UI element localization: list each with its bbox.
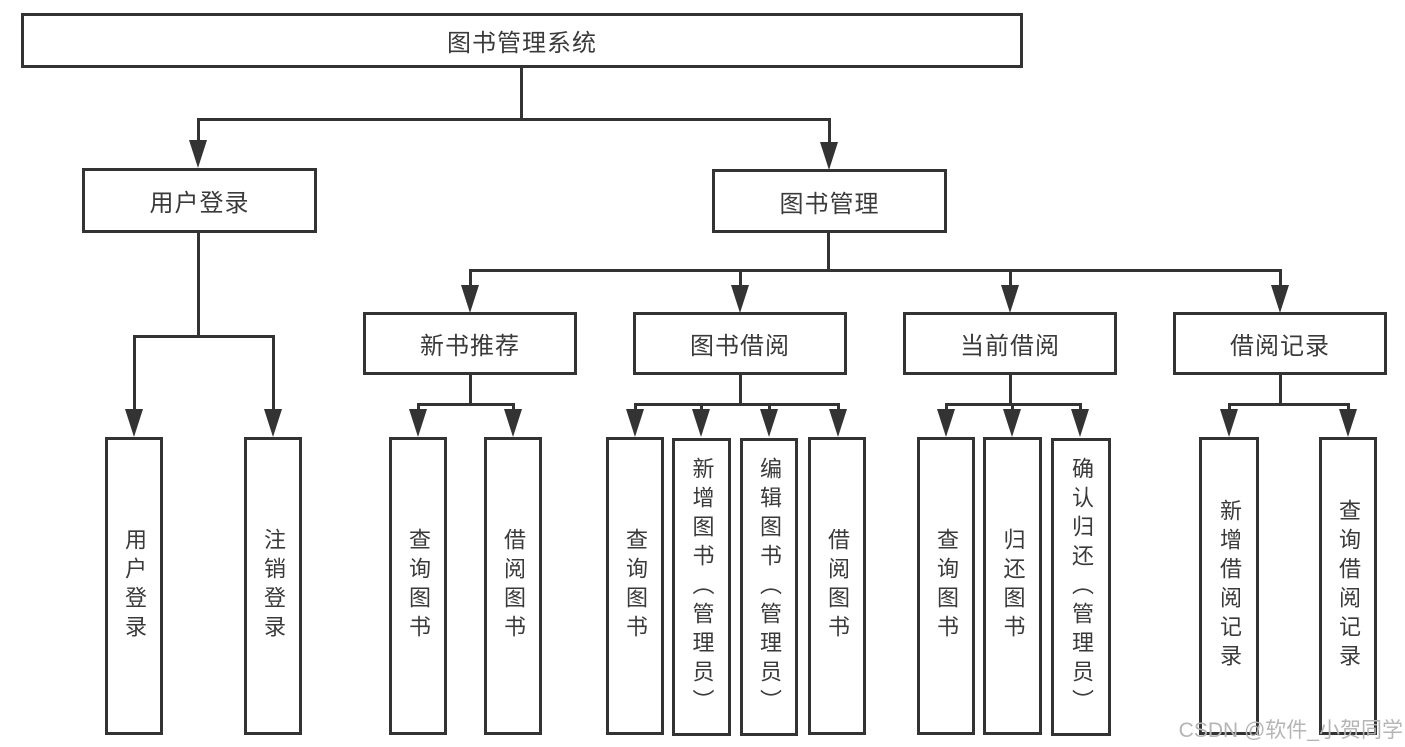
leaf-confirm-return-admin-label: 确认归还（管理员） xyxy=(1069,456,1094,718)
connector xyxy=(469,269,472,289)
connector xyxy=(768,403,771,413)
leaf-confirm-return-admin: 确认归还（管理员） xyxy=(1051,438,1111,736)
connector xyxy=(417,403,515,406)
leaf-return-book-label: 归还图书 xyxy=(1000,528,1026,644)
connector xyxy=(1228,403,1231,413)
leaf-query-book-1: 查询图书 xyxy=(389,437,447,735)
arrow-down-icon xyxy=(1071,409,1089,437)
arrow-down-icon xyxy=(1339,409,1357,437)
arrow-down-icon xyxy=(829,409,847,437)
node-root: 图书管理系统 xyxy=(21,13,1023,68)
leaf-query-borrow-record: 查询借阅记录 xyxy=(1319,437,1377,735)
connector xyxy=(469,269,1282,272)
connector xyxy=(1011,403,1014,413)
node-new-book: 新书推荐 xyxy=(363,312,577,375)
arrow-down-icon xyxy=(731,285,749,313)
leaf-query-book-3: 查询图书 xyxy=(917,437,975,735)
connector xyxy=(197,118,200,146)
node-user-login-label: 用户登录 xyxy=(149,190,250,217)
node-borrow-record-label: 借阅记录 xyxy=(1230,333,1330,360)
leaf-borrow-book-1-label: 借阅图书 xyxy=(501,528,526,644)
leaf-query-book-2-label: 查询图书 xyxy=(623,528,648,644)
leaf-query-book-2: 查询图书 xyxy=(606,437,664,735)
connector xyxy=(700,403,703,413)
arrow-down-icon xyxy=(626,409,644,437)
connector xyxy=(1347,403,1350,413)
arrow-down-icon xyxy=(820,142,838,170)
arrow-down-icon xyxy=(189,140,207,168)
arrow-down-icon xyxy=(409,409,427,437)
node-borrow-record: 借阅记录 xyxy=(1173,312,1387,375)
leaf-return-book: 归还图书 xyxy=(983,437,1042,735)
connector xyxy=(739,374,742,406)
arrow-down-icon xyxy=(264,409,282,437)
leaf-borrow-book-2: 借阅图书 xyxy=(808,437,866,735)
connector xyxy=(634,403,637,413)
arrow-down-icon xyxy=(1271,285,1289,313)
connector xyxy=(417,403,420,413)
node-book-mgmt: 图书管理 xyxy=(712,169,947,233)
connector xyxy=(634,403,840,406)
leaf-borrow-book-2-label: 借阅图书 xyxy=(825,528,850,644)
connector xyxy=(828,118,831,146)
connector xyxy=(512,403,515,413)
arrow-down-icon xyxy=(937,409,955,437)
connector xyxy=(837,403,840,413)
leaf-logout-label: 注销登录 xyxy=(261,528,286,644)
connector xyxy=(197,232,200,338)
node-book-borrow-label: 图书借阅 xyxy=(690,333,790,360)
connector xyxy=(1079,403,1082,413)
connector xyxy=(739,269,742,289)
leaf-add-book-admin: 新增图书（管理员） xyxy=(672,438,731,736)
arrow-down-icon xyxy=(760,409,778,437)
connector xyxy=(1228,403,1350,406)
node-book-mgmt-label: 图书管理 xyxy=(779,190,880,218)
arrow-down-icon xyxy=(461,285,479,313)
connector xyxy=(827,232,830,272)
connector xyxy=(272,335,275,411)
leaf-query-borrow-record-label: 查询借阅记录 xyxy=(1336,499,1361,673)
leaf-add-borrow-record: 新增借阅记录 xyxy=(1199,437,1259,735)
arrow-down-icon xyxy=(692,409,710,437)
leaf-borrow-book-1: 借阅图书 xyxy=(484,437,542,735)
connector xyxy=(520,66,523,121)
leaf-edit-book-admin-label: 编辑图书（管理员） xyxy=(757,456,782,718)
connector xyxy=(1009,269,1012,289)
node-user-login: 用户登录 xyxy=(82,168,317,233)
arrow-down-icon xyxy=(1220,409,1238,437)
leaf-edit-book-admin: 编辑图书（管理员） xyxy=(740,438,798,736)
leaf-logout: 注销登录 xyxy=(244,437,302,735)
connector xyxy=(469,374,472,406)
connector xyxy=(1009,374,1012,406)
node-book-borrow: 图书借阅 xyxy=(633,312,847,375)
leaf-query-book-3-label: 查询图书 xyxy=(934,528,959,644)
leaf-user-login-label: 用户登录 xyxy=(122,528,147,644)
connector xyxy=(1279,374,1282,406)
node-current-borrow-label: 当前借阅 xyxy=(960,333,1060,360)
connector xyxy=(945,403,948,413)
node-new-book-label: 新书推荐 xyxy=(420,333,520,360)
arrow-down-icon xyxy=(125,409,143,437)
csdn-watermark: CSDN @软件_小贺同学 xyxy=(1178,719,1403,742)
connector xyxy=(197,118,831,121)
leaf-add-borrow-record-label: 新增借阅记录 xyxy=(1217,499,1242,673)
leaf-add-book-admin-label: 新增图书（管理员） xyxy=(689,456,715,718)
arrow-down-icon xyxy=(1001,285,1019,313)
connector xyxy=(133,335,136,411)
arrow-down-icon xyxy=(504,409,522,437)
leaf-query-book-1-label: 查询图书 xyxy=(406,528,431,644)
node-current-borrow: 当前借阅 xyxy=(903,312,1117,375)
node-root-label: 图书管理系统 xyxy=(447,30,597,57)
connector xyxy=(133,335,275,338)
arrow-down-icon xyxy=(1003,409,1021,437)
connector xyxy=(1279,269,1282,289)
leaf-user-login: 用户登录 xyxy=(105,437,163,735)
